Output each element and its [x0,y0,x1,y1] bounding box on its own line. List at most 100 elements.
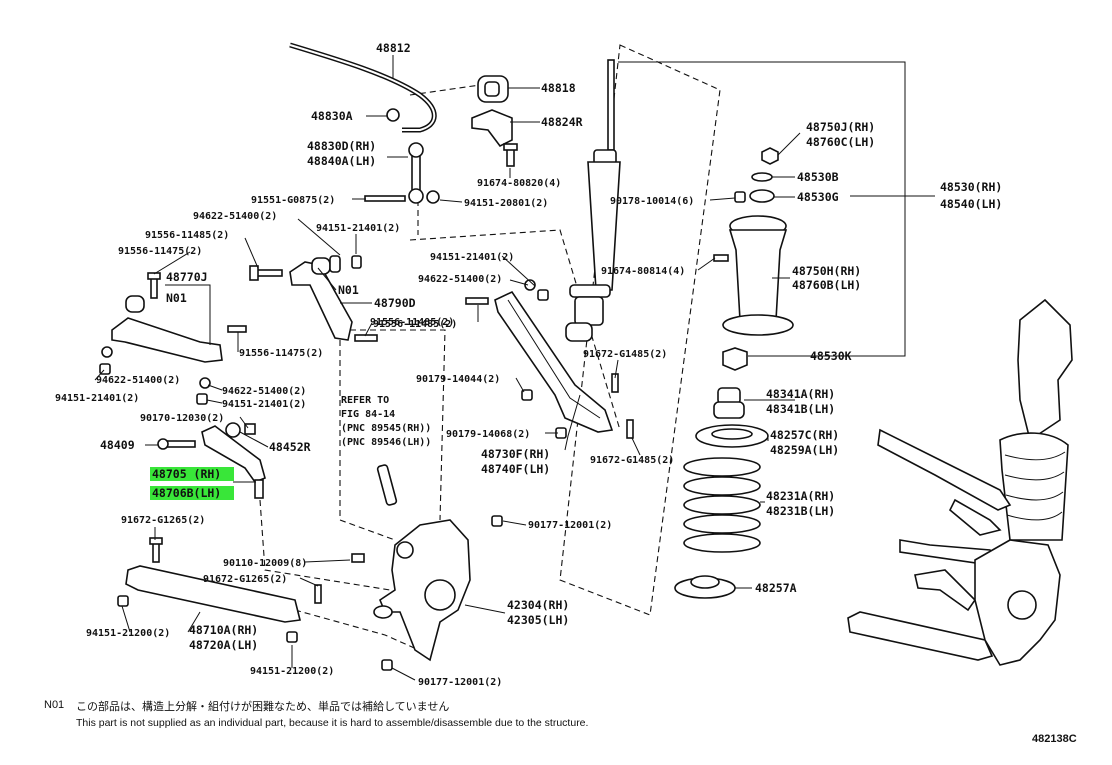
label-48530b[interactable]: 48530B [797,170,839,184]
label-91672-g1265-b[interactable]: 91672-G1265(2) [203,574,287,585]
label-91556-11485-b[interactable]: 91556-11485(2) [373,319,457,330]
bolt-90110-12009 [351,553,365,563]
label-91556-11485-c[interactable]: 91556-11485(2) [370,317,454,328]
note-code: N01 [44,699,65,711]
label-94151-21401-c[interactable]: 94151-21401(2) [222,399,306,410]
label-42305[interactable]: 42305(LH) [507,613,569,627]
support-48750h [722,215,794,336]
label-42304[interactable]: 42304(RH) [507,598,569,612]
label-94622-51400-d[interactable]: 94622-51400(2) [418,274,502,285]
label-91672-g1485-a[interactable]: 91672-G1485(2) [583,349,667,360]
label-48830a[interactable]: 48830A [311,109,353,123]
label-48257a[interactable]: 48257A [755,581,797,595]
label-48452r[interactable]: 48452R [269,440,311,454]
nut-94151-21200-b [286,631,298,643]
label-n01-a[interactable]: N01 [166,291,187,305]
label-90179-14044[interactable]: 90179-14044(2) [416,374,500,385]
label-48706b[interactable]: 48706B(LH) [152,486,221,500]
label-48840a[interactable]: 48840A(LH) [307,154,376,168]
label-48790d[interactable]: 48790D [374,296,416,310]
label-91674-80820[interactable]: 91674-80820(4) [477,178,561,189]
label-91556-11485-a[interactable]: 91556-11485(2) [145,230,229,241]
label-94151-20801[interactable]: 94151-20801(2) [464,198,548,209]
label-91556-11475-a[interactable]: 91556-11475(2) [118,246,202,257]
label-48530-rh[interactable]: 48530(RH) [940,180,1002,194]
label-48530g[interactable]: 48530G [797,190,839,204]
label-48760b[interactable]: 48760B(LH) [792,278,861,292]
refer-line-3[interactable]: (PNC 89545(RH)) [341,423,431,434]
lower-arm-48710a [125,565,301,623]
refer-line-2: FIG 84-14 [341,409,395,420]
label-48730f[interactable]: 48730F(RH) [481,447,550,461]
washer-48530b [751,172,773,182]
label-48231b[interactable]: 48231B(LH) [766,504,835,518]
upper-arm-outline [409,229,621,431]
label-90179-14068[interactable]: 90179-14068(2) [446,429,530,440]
bushing-48770j [125,295,145,313]
label-94622-51400-a[interactable]: 94622-51400(2) [193,211,277,222]
stabilizer-bracket [471,109,513,148]
bolt-91556-11485-c [465,297,489,305]
nut-90178 [734,191,746,203]
label-n01-b[interactable]: N01 [338,283,359,297]
bolt-91674-80820 [503,143,518,167]
label-48231a[interactable]: 48231A(RH) [766,489,835,503]
label-94151-21401-b[interactable]: 94151-21401(2) [55,393,139,404]
bolt-91556-11485-b [354,334,378,342]
label-48259a[interactable]: 48259A(LH) [770,443,839,457]
label-48720a[interactable]: 48720A(LH) [189,638,258,652]
label-91672-g1485-b[interactable]: 91672-G1485(2) [590,455,674,466]
lower-arm-outline [294,609,431,656]
nut-94151-21401-d [537,289,549,301]
label-48830d[interactable]: 48830D(RH) [307,139,376,153]
label-90178-10014[interactable]: 90178-10014(6) [610,196,694,207]
label-48705[interactable]: 48705 (RH) [152,467,221,481]
label-48812[interactable]: 48812 [376,41,411,55]
label-48530k[interactable]: 48530K [810,349,852,363]
washer-94622-a [329,255,341,273]
label-94151-21200-b[interactable]: 94151-21200(2) [250,666,334,677]
cam-48452r [225,422,241,438]
label-48409[interactable]: 48409 [100,438,135,452]
stabilizer-bar-inner [289,44,436,131]
bolt-91672-g1265-b [314,584,322,604]
upper-arm-48730f [494,290,614,433]
label-90177-12001-a[interactable]: 90177-12001(2) [528,520,612,531]
note-english: This part is not supplied as an individu… [76,717,589,729]
upper-arm-48730f-rib [507,299,601,419]
label-91556-11475-b[interactable]: 91556-11475(2) [239,348,323,359]
shock-absorber [565,59,621,342]
label-48750j[interactable]: 48750J(RH) [806,120,875,134]
label-90110-12009[interactable]: 90110-12009(8) [223,558,307,569]
label-94151-21401-d[interactable]: 94151-21401(2) [430,252,514,263]
label-48824r[interactable]: 48824R [541,115,583,129]
abs-sensor [376,464,398,506]
label-94151-21401-a[interactable]: 94151-21401(2) [316,223,400,234]
label-48341b[interactable]: 48341B(LH) [766,402,835,416]
label-48770j[interactable]: 48770J [166,270,208,284]
label-91672-g1265-a[interactable]: 91672-G1265(2) [121,515,205,526]
label-48740f[interactable]: 48740F(LH) [481,462,550,476]
nut-48750j [761,147,779,165]
refer-line-4[interactable]: (PNC 89546(LH)) [341,437,431,448]
label-48710a[interactable]: 48710A(RH) [189,623,258,637]
bolt-91551-g0875 [364,195,406,202]
label-48818[interactable]: 48818 [541,81,576,95]
label-90170-12030[interactable]: 90170-12030(2) [140,413,224,424]
label-48257c[interactable]: 48257C(RH) [770,428,839,442]
nut-90177-b [381,659,393,671]
label-48760c[interactable]: 48760C(LH) [806,135,875,149]
label-91674-80814[interactable]: 91674-80814(4) [601,266,685,277]
label-90177-12001-b[interactable]: 90177-12001(2) [418,677,502,688]
label-48750h[interactable]: 48750H(RH) [792,264,861,278]
cushion-48530g [749,189,775,203]
label-48341a[interactable]: 48341A(RH) [766,387,835,401]
washer-94622-c [199,377,211,389]
label-94151-21200-a[interactable]: 94151-21200(2) [86,628,170,639]
label-94622-51400-c[interactable]: 94622-51400(2) [222,386,306,397]
label-48540-lh[interactable]: 48540(LH) [940,197,1002,211]
knuckle-lower-bushing [373,605,393,619]
label-91551-g0875[interactable]: 91551-G0875(2) [251,195,335,206]
control-arm-48770j [111,317,223,363]
label-94622-51400-b[interactable]: 94622-51400(2) [96,375,180,386]
